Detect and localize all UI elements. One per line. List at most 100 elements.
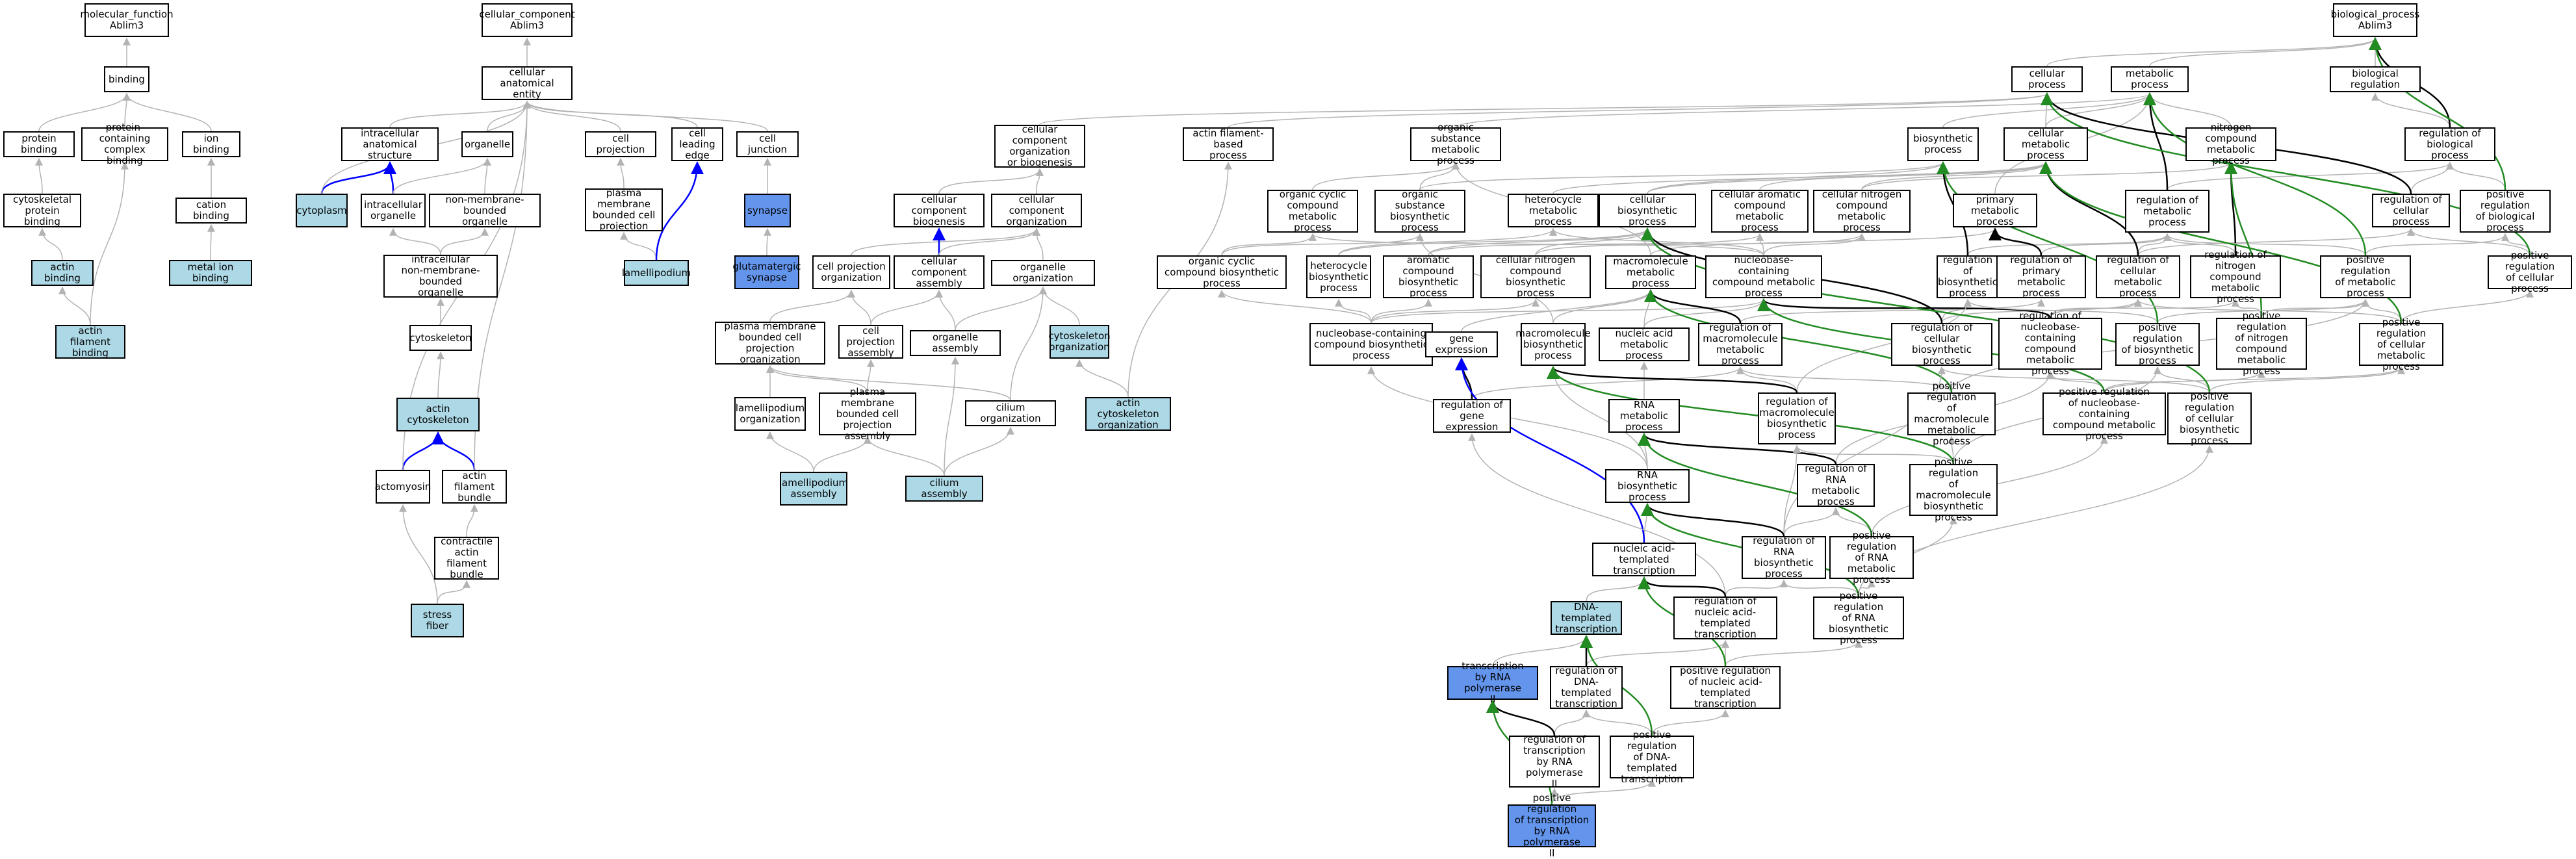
go-term-pos-reg-rna-bp[interactable]: positive regulation of RNA biosynthetic … [1813,590,1904,645]
go-term-gene-expression[interactable]: gene expression [1425,331,1498,357]
go-term-cytoskeleton-org[interactable]: cytoskeleton organization [1048,325,1111,359]
go-term-afbundle[interactable]: actin filament bundle [442,470,507,504]
go-term-pos-reg-nat[interactable]: positive regulation of nucleic acid-temp… [1670,665,1781,710]
go-term-rna-mp[interactable]: RNA metabolic process [1608,399,1680,433]
go-term-ccob[interactable]: cellular component organization or bioge… [994,124,1085,168]
go-term-pos-reg-rna-mp[interactable]: positive regulation of RNA metabolic pro… [1829,530,1914,585]
go-term-cp-assembly[interactable]: cell projection assembly [838,325,903,359]
go-term-cytoplasm[interactable]: cytoplasm [296,194,348,227]
go-term-cc-assembly[interactable]: cellular component assembly [894,255,985,289]
go-term-lamellipodium-assembly[interactable]: lamellipodium assembly [779,472,848,506]
go-term-cc-org[interactable]: cellular component organization [991,194,1082,227]
go-term-actin-binding[interactable]: actin binding [31,260,94,286]
go-term-reg-cell-mp[interactable]: regulation of cellular metabolic process [2096,255,2180,299]
go-term-nmbo[interactable]: non-membrane-bounded organelle [429,194,541,227]
go-term-stress-fiber[interactable]: stress fiber [411,604,464,637]
go-term-nucleic-mp[interactable]: nucleic acid metabolic process [1599,327,1690,361]
go-term-actin-cyto-org[interactable]: actin cytoskeleton organization [1085,397,1171,431]
go-term-ncc-bp[interactable]: nucleobase-containing compound biosynthe… [1309,323,1433,366]
go-term-reg-cell-biosyn[interactable]: regulation of cellular biosynthetic proc… [1891,322,1992,366]
go-term-caf-bundle[interactable]: contractile actin filament bundle [434,536,499,580]
go-term-pos-reg-biosyn[interactable]: positive regulation of biosynthetic proc… [2115,322,2200,366]
go-term-occmp[interactable]: organic cyclic compound metabolic proces… [1267,189,1358,233]
go-term-afb[interactable]: actin filament binding [55,325,125,359]
go-term-t-rnapol[interactable]: transcription by RNA polymerase II [1447,661,1538,705]
go-term-reg-prim-mp[interactable]: regulation of primary metabolic process [1996,255,2086,299]
go-term-synapse[interactable]: synapse [744,194,791,227]
go-term-primary-mp[interactable]: primary metabolic process [1953,194,2037,227]
go-term-cellular-process[interactable]: cellular process [2011,66,2083,92]
go-term-cacmp[interactable]: cellular aromatic compound metabolic pro… [1711,189,1809,233]
go-term-protein-binding[interactable]: protein binding [3,131,75,157]
go-term-cell-projection[interactable]: cell projection [585,131,656,157]
go-term-reg-t-rnapol[interactable]: regulation of transcription by RNA polym… [1509,734,1600,789]
go-term-pos-reg-cell-biosyn[interactable]: positive regulation of cellular biosynth… [2167,391,2252,446]
go-term-biological-regulation[interactable]: biological regulation [2330,66,2421,92]
go-term-nat[interactable]: nucleic acid-templated transcription [1592,543,1696,576]
go-term-bp[interactable]: biological_process Ablim3 [2331,3,2419,37]
go-term-het-mp[interactable]: heterocycle metabolic process [1508,194,1599,227]
go-term-reg-dna-t[interactable]: regulation of DNA-templated transcriptio… [1550,665,1623,710]
go-term-cyto-pb[interactable]: cytoskeletal protein binding [3,194,81,227]
go-term-pmbcpo[interactable]: plasma membrane bounded cell projection … [715,321,825,365]
go-term-pccb[interactable]: protein-containing complex binding [81,122,168,166]
go-term-pos-reg-metab[interactable]: positive regulation of metabolic process [2320,255,2411,299]
go-term-cc-biogenesis[interactable]: cellular component biogenesis [894,194,985,227]
go-term-reg-biosyn[interactable]: regulation of biosynthetic process [1937,255,1999,299]
go-term-organelle[interactable]: organelle [461,131,513,157]
go-term-cp-org[interactable]: cell projection organization [812,255,890,289]
go-term-reg-macro-bp[interactable]: regulation of macromolecule biosynthetic… [1758,392,1836,444]
go-term-pmbcp[interactable]: plasma membrane bounded cell projection [585,188,663,232]
go-term-cell-biosyn[interactable]: cellular biosynthetic process [1599,194,1696,227]
go-term-pos-reg-macro-mp[interactable]: positive regulation of macromolecule met… [1907,381,1996,447]
go-term-macro-mp[interactable]: macromolecule metabolic process [1605,255,1696,289]
go-term-osbp[interactable]: organic substance biosynthetic process [1374,189,1465,233]
go-term-mf[interactable]: molecular_function Ablim3 [80,3,174,37]
go-term-metabolic-process[interactable]: metabolic process [2111,66,2189,92]
go-term-pos-reg-cell-proc[interactable]: positive regulation of cellular process [2488,250,2572,294]
go-term-reg-gene-expr[interactable]: regulation of gene expression [1433,399,1511,433]
go-term-lamellipodium-org[interactable]: lamellipodium organization [734,397,806,431]
go-term-ion-binding[interactable]: ion binding [182,131,240,157]
go-term-pos-reg-cell-mp[interactable]: positive regulation of cellular metaboli… [2359,316,2443,372]
go-term-cncbp[interactable]: cellular nitrogen compound biosynthetic … [1480,255,1591,299]
go-term-inmbo[interactable]: intracellular non-membrane-bounded organ… [383,254,498,298]
go-term-ncc-mp[interactable]: nucleobase-containing compound metabolic… [1705,255,1822,299]
go-term-acbp[interactable]: aromatic compound biosynthetic process [1383,255,1474,299]
go-term-pmbcpa[interactable]: plasma membrane bounded cell projection … [819,386,916,441]
go-term-cc[interactable]: cellular_component Ablim3 [479,3,575,37]
go-term-rna-bp[interactable]: RNA biosynthetic process [1605,469,1690,503]
go-term-afbp[interactable]: actin filament-based process [1183,127,1274,161]
go-term-actomyosin[interactable]: actomyosin [375,470,431,504]
go-term-actin-cytoskeleton[interactable]: actin cytoskeleton [396,398,480,431]
go-term-pos-reg-macro-bp[interactable]: positive regulation of macromolecule bio… [1909,457,1998,523]
go-term-cncmp[interactable]: cellular nitrogen compound metabolic pro… [1813,189,1911,233]
go-term-osmp[interactable]: organic substance metabolic process [1410,122,1501,166]
go-term-reg-macro-mp[interactable]: regulation of macromolecule metabolic pr… [1698,322,1783,366]
go-term-cilium-org[interactable]: cilium organization [965,400,1056,426]
go-term-ias[interactable]: intracellular anatomical structure [341,127,439,161]
go-term-cae[interactable]: cellular anatomical entity [482,66,573,100]
go-term-pos-reg-t-rnapol[interactable]: positive regulation of transcription by … [1508,793,1596,859]
go-term-pos-reg-ncc-mp[interactable]: positive regulation of nucleobase-contai… [2042,386,2166,441]
go-term-reg-cell-proc[interactable]: regulation of cellular process [2372,194,2450,227]
go-term-cellular-metabolic[interactable]: cellular metabolic process [2003,127,2088,161]
go-term-organelle-org[interactable]: organelle organization [991,260,1095,286]
go-term-het-bp[interactable]: heterocycle biosynthetic process [1306,255,1371,298]
go-term-reg-ncc-mp[interactable]: regulation of nucleobase-containing comp… [1998,311,2102,377]
go-term-ic-org[interactable]: intracellular organelle [361,194,426,227]
go-term-reg-bio-proc[interactable]: regulation of biological process [2404,127,2495,161]
go-term-pos-reg-dna-t[interactable]: positive regulation of DNA-templated tra… [1610,729,1694,784]
go-term-cilium-assembly[interactable]: cilium assembly [905,476,983,502]
go-term-reg-nat[interactable]: regulation of nucleic acid-templated tra… [1673,596,1777,640]
go-term-dna-t[interactable]: DNA-templated transcription [1551,601,1622,635]
go-term-organelle-assembly[interactable]: organelle assembly [910,330,1001,356]
go-term-occbp[interactable]: organic cyclic compound biosynthetic pro… [1157,255,1287,289]
go-term-biosynthetic-process[interactable]: biosynthetic process [1907,127,1979,161]
go-term-reg-ncmp[interactable]: regulation of nitrogen compound metaboli… [2190,249,2281,304]
go-term-reg-rna-bp[interactable]: regulation of RNA biosynthetic process [1742,535,1826,580]
go-term-reg-metab[interactable]: regulation of metabolic process [2125,190,2209,233]
go-term-cell-leading-edge[interactable]: cell leading edge [671,127,723,161]
go-term-cation-binding[interactable]: cation binding [175,198,247,224]
go-term-macro-bp[interactable]: macromolecule biosynthetic process [1515,323,1591,366]
